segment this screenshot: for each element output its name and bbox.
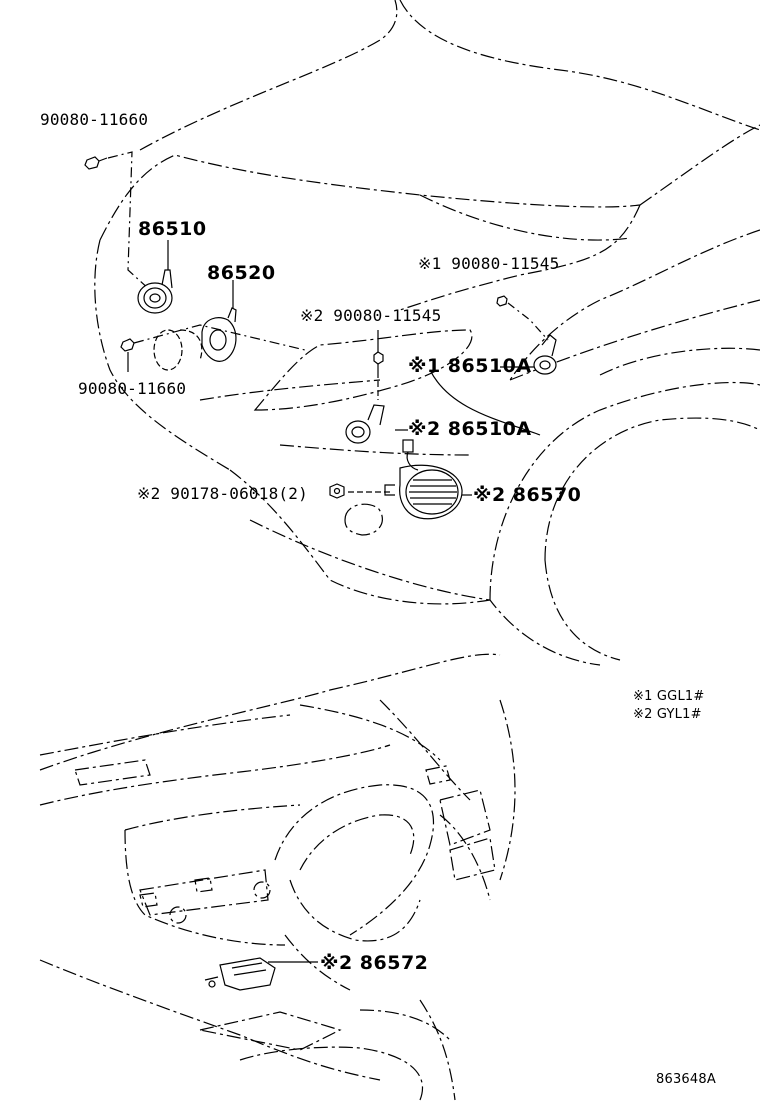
label-nut-90178-06018-note2: ※2 90178-06018(2): [137, 484, 308, 503]
label-bolt-90080-11545-note1: ※1 90080-11545: [418, 254, 560, 273]
label-speaker-86570-note2: ※2 86570: [473, 484, 582, 506]
legend-note2: ※2 GYL1#: [633, 707, 702, 722]
bolt-90080-11660-top: [84, 156, 108, 170]
label-bolt-90080-11545-note2: ※2 90080-11545: [300, 306, 442, 325]
horn-86510a-right: [533, 334, 557, 375]
horn-86510: [137, 269, 173, 314]
label-bolt-90080-11660-mid: 90080-11660: [78, 379, 187, 398]
legend-note1: ※1 GGL1#: [633, 689, 705, 704]
label-horn-86510a-note1: ※1 86510A: [408, 355, 532, 377]
label-horn-switch-86572-note2: ※2 86572: [320, 952, 429, 974]
bolt-90080-11545-center: [373, 351, 384, 372]
label-horn-86510: 86510: [138, 218, 207, 240]
bracket-holes: [153, 329, 203, 371]
diagram-code: 863648A: [656, 1072, 716, 1087]
horn-switch-86572: [204, 957, 276, 991]
dashboard-outline: [39, 653, 516, 1101]
horn-86510a-center: [345, 404, 385, 444]
bolt-90080-11660-mid: [120, 338, 135, 352]
label-horn-86520: 86520: [207, 262, 276, 284]
label-horn-86510a-note2: ※2 86510A: [408, 418, 532, 440]
speaker-86570: [384, 439, 463, 520]
vehicle-front-outline: [94, 0, 760, 666]
bolt-90080-11545-right: [496, 295, 508, 307]
label-bolt-90080-11660-top: 90080-11660: [40, 110, 149, 129]
horn-86520: [201, 307, 237, 362]
nut-90178-06018: [329, 483, 345, 499]
